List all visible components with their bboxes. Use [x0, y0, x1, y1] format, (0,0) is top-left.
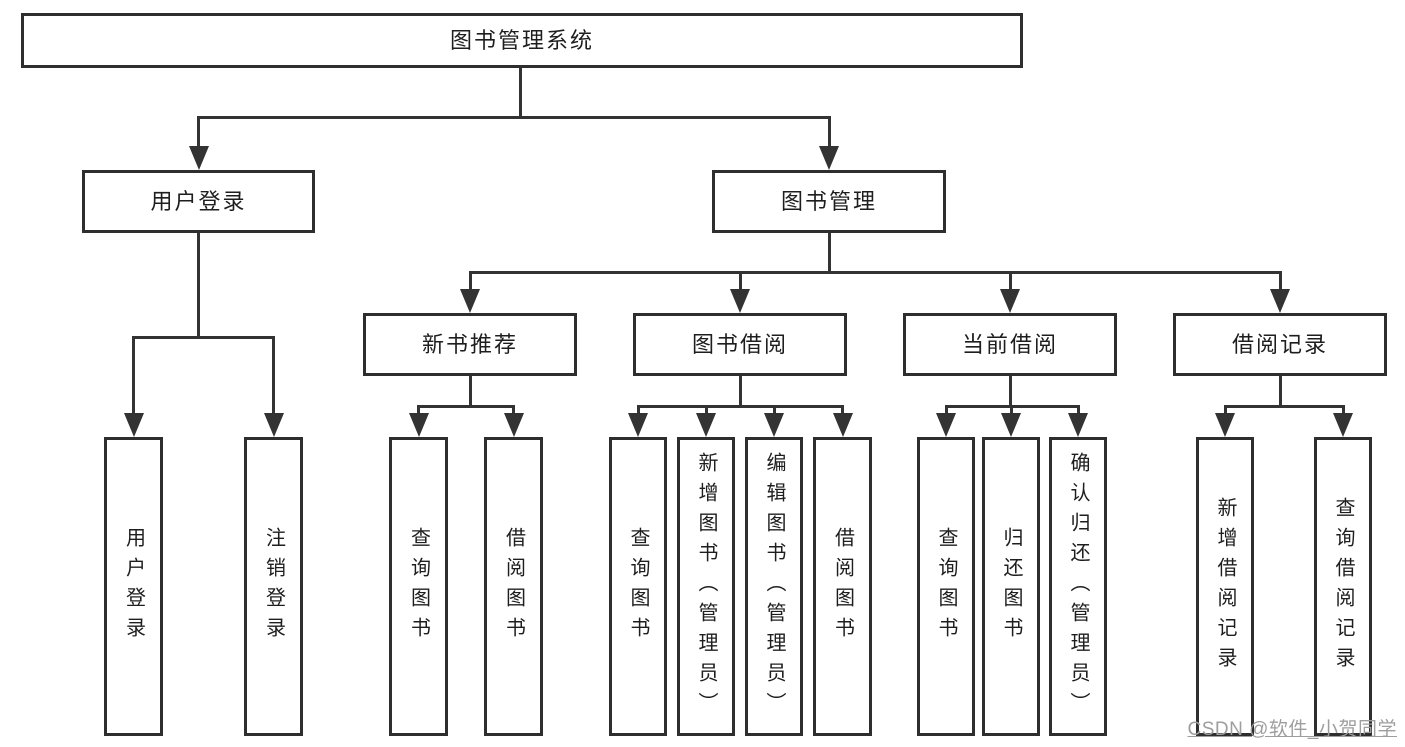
connector-line [1341, 406, 1345, 419]
node-label: 查询图书 [627, 526, 649, 647]
arrow-down-icon [1270, 289, 1290, 313]
connector-line [468, 272, 472, 295]
arrow-down-icon [1000, 289, 1020, 313]
node-leaf-return-books: 归还图书 [982, 437, 1040, 736]
node-leaf-add-books: 新增图书（管理员） [677, 437, 735, 736]
arrow-down-icon [628, 413, 648, 437]
arrow-down-icon [1001, 413, 1021, 437]
node-leaf-query-books-2: 查询图书 [609, 437, 667, 736]
node-label: 图书借阅 [691, 331, 788, 357]
node-label: 归还图书 [1000, 526, 1022, 647]
arrow-down-icon [123, 413, 144, 437]
arrow-down-icon [188, 146, 209, 170]
connector-line [1223, 406, 1227, 419]
node-leaf-edit-books: 编辑图书（管理员） [745, 437, 803, 736]
arrow-down-icon [832, 413, 853, 437]
connector-line [132, 337, 135, 419]
arrow-down-icon [1215, 413, 1235, 437]
connector-line [512, 406, 515, 419]
node-label: 确认归还（管理员） [1067, 451, 1089, 722]
node-label: 借阅图书 [502, 526, 525, 647]
connector-line [197, 231, 200, 339]
node-user-login: 用户登录 [82, 170, 315, 233]
node-borrow-records: 借阅记录 [1173, 313, 1387, 376]
connector-line [827, 117, 831, 152]
node-label: 查询借阅记录 [1332, 496, 1354, 677]
connector-line [417, 406, 420, 419]
node-root: 图书管理系统 [21, 13, 1023, 68]
watermark: CSDN @软件_小贺同学 [1187, 719, 1397, 740]
connector-line [827, 231, 831, 274]
connector-line [1008, 374, 1012, 408]
arrow-down-icon [730, 289, 750, 313]
arrow-down-icon [503, 413, 524, 437]
node-label: 当前借阅 [961, 331, 1058, 357]
connector-line [272, 337, 275, 419]
node-leaf-user-login: 用户登录 [104, 437, 163, 736]
arrow-down-icon [1333, 413, 1353, 437]
arrow-down-icon [819, 146, 839, 170]
node-label: 注销登录 [262, 526, 285, 647]
node-label: 图书管理 [780, 188, 877, 214]
arrow-down-icon [936, 413, 956, 437]
node-label: 借阅图书 [831, 526, 854, 647]
node-new-book-recommend: 新书推荐 [363, 313, 577, 376]
node-label: 图书管理系统 [449, 27, 594, 53]
connector-line [1009, 406, 1013, 419]
node-label: 查询图书 [935, 526, 957, 647]
node-label: 新书推荐 [421, 331, 518, 357]
connector-line [738, 272, 742, 295]
node-leaf-borrow-books-2: 借阅图书 [813, 437, 872, 736]
connector-line [468, 270, 1282, 274]
node-leaf-query-books-1: 查询图书 [389, 437, 448, 736]
connector-line [1076, 406, 1080, 419]
node-book-management: 图书管理 [712, 170, 946, 233]
connector-line [197, 117, 200, 152]
node-leaf-confirm-return: 确认归还（管理员） [1049, 437, 1107, 736]
connector-line [1008, 272, 1012, 295]
node-leaf-add-borrow-record: 新增借阅记录 [1196, 437, 1254, 736]
arrow-down-icon [764, 413, 784, 437]
connector-line [1278, 374, 1282, 408]
arrow-down-icon [696, 413, 716, 437]
connector-line [738, 374, 742, 408]
node-label: 查询图书 [407, 526, 430, 647]
node-current-borrow: 当前借阅 [903, 313, 1117, 376]
connector-line [1223, 404, 1345, 408]
node-book-borrow: 图书借阅 [633, 313, 847, 376]
node-label: 新增图书（管理员） [695, 451, 717, 722]
arrow-down-icon [1068, 413, 1088, 437]
node-label: 编辑图书（管理员） [763, 451, 785, 722]
connector-line [417, 404, 515, 408]
connector-line [518, 66, 522, 119]
arrow-down-icon [263, 413, 284, 437]
connector-line [1278, 272, 1282, 295]
connector-line [944, 406, 948, 419]
connector-line [636, 406, 640, 419]
node-label: 用户登录 [150, 188, 247, 214]
connector-line [841, 406, 844, 419]
node-leaf-query-borrow-record: 查询借阅记录 [1314, 437, 1372, 736]
node-label: 用户登录 [122, 526, 145, 647]
node-leaf-borrow-books-1: 借阅图书 [484, 437, 543, 736]
node-leaf-logout: 注销登录 [244, 437, 303, 736]
connector-line [197, 115, 831, 119]
connector-line [704, 406, 708, 419]
node-label: 借阅记录 [1231, 331, 1328, 357]
arrow-down-icon [408, 413, 429, 437]
connector-line [772, 406, 776, 419]
arrow-down-icon [460, 289, 480, 313]
node-leaf-query-books-3: 查询图书 [917, 437, 975, 736]
connector-line [636, 404, 844, 408]
connector-line [468, 374, 472, 408]
connector-line [132, 335, 275, 339]
node-label: 新增借阅记录 [1214, 496, 1236, 677]
